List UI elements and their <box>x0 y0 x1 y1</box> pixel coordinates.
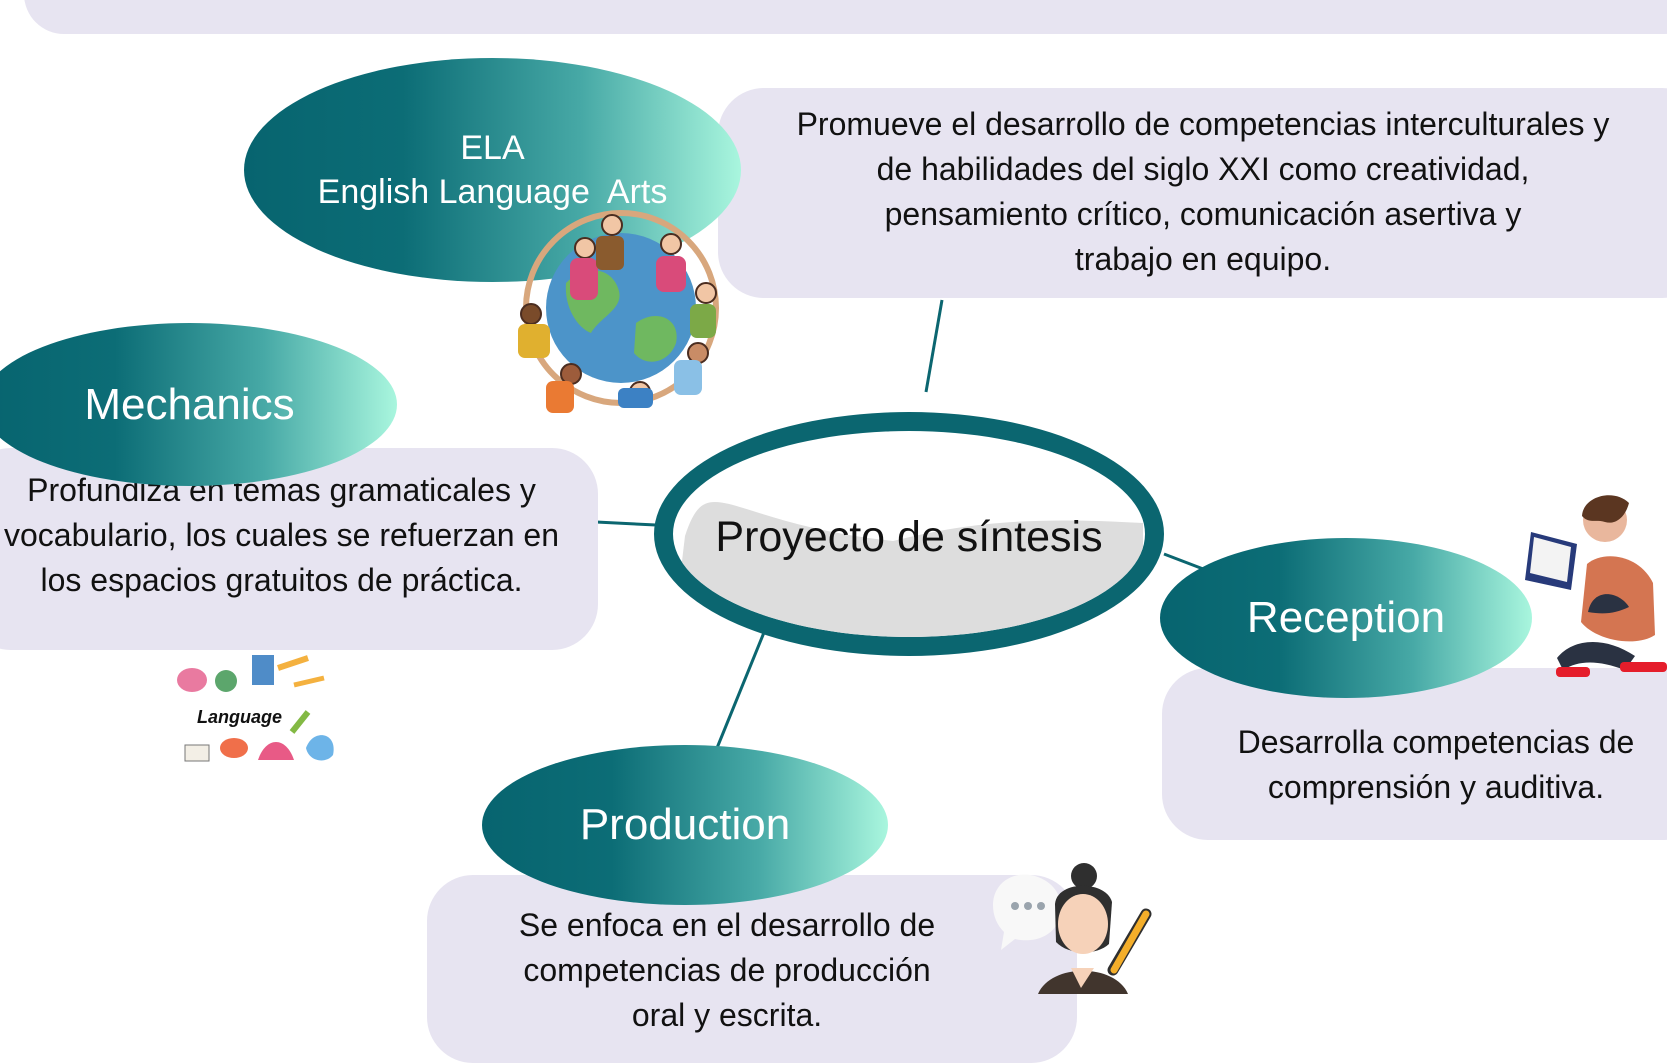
ela-pill-subtitle: English Language Arts <box>317 173 668 211</box>
person-reading-book-icon <box>1525 495 1667 677</box>
production-description-line-2: competencias de producción <box>523 952 931 988</box>
production-description-line-3: oral y escrita. <box>631 997 823 1033</box>
language-label: Language <box>197 707 282 727</box>
production-pill: Production <box>482 745 888 905</box>
ela-description-line-2: de habilidades del siglo XXI como creati… <box>876 151 1530 187</box>
mechanics-description-line-3: los espacios gratuitos de práctica. <box>40 562 523 598</box>
center-node-shadow <box>673 502 1143 637</box>
top-banner <box>24 0 1667 34</box>
reception-description-line-1: Desarrolla competencias de <box>1237 724 1635 760</box>
connector-mechanics <box>595 520 657 527</box>
connector-production <box>715 629 767 749</box>
reception-description-line-2: comprensión y auditiva. <box>1267 769 1605 805</box>
mechanics-description-line-2: vocabulario, los cuales se refuerzan en <box>4 517 559 553</box>
ela-description-line-3: pensamiento crítico, comunicación aserti… <box>884 196 1522 232</box>
woman-speaking-writing-icon <box>993 863 1152 994</box>
reception-pill: Reception <box>1160 538 1532 698</box>
production-description-line-1: Se enfoca en el desarrollo de <box>518 907 936 943</box>
connector-ela <box>924 299 944 393</box>
ela-description-box: Promueve el desarrollo de competencias i… <box>718 88 1667 298</box>
reception-pill-title: Reception <box>1246 593 1446 642</box>
mechanics-pill-title: Mechanics <box>84 379 295 429</box>
ela-description-line-1: Promueve el desarrollo de competencias i… <box>796 106 1610 142</box>
ela-pill-title: ELA <box>460 129 525 167</box>
mechanics-pill: Mechanics <box>0 323 397 486</box>
center-node: Proyecto de síntesis <box>654 412 1164 656</box>
language-doodles-icon: Language <box>177 655 334 762</box>
production-description-box: Se enfoca en el desarrollo de competenci… <box>427 875 1077 1063</box>
production-pill-title: Production <box>579 800 791 849</box>
reception-description-box: Desarrolla competencias de comprensión y… <box>1162 668 1667 840</box>
children-around-globe-icon <box>518 210 719 413</box>
ela-description-line-4: trabajo en equipo. <box>1074 241 1332 277</box>
mechanics-description-box: Profundiza en temas gramaticales y vocab… <box>0 448 598 650</box>
center-title: Proyecto de síntesis <box>715 513 1103 561</box>
